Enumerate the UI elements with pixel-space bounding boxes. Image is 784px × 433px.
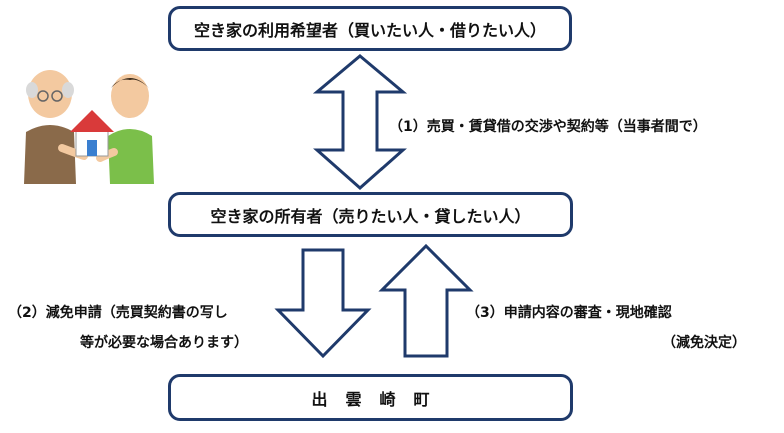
step-1-label: （1）売買・賃貸借の交渉や契約等（当事者間で） <box>389 119 707 135</box>
step-2-label-line-1: （2）減免申請（売買契約書の写し <box>8 305 228 321</box>
down-arrow <box>274 248 372 359</box>
step-3-label-line-1: （3）申請内容の審査・現地確認 <box>466 305 672 321</box>
node-owner: 空き家の所有者（売りたい人・貸したい人） <box>168 192 573 237</box>
node-town: 出雲崎町 <box>168 374 573 421</box>
double-arrow <box>312 54 408 191</box>
node-prospective-user: 空き家の利用希望者（買いたい人・借りたい人） <box>168 6 572 51</box>
step-3-label-line-2: （減免決定） <box>662 335 746 351</box>
handover-illustration-icon <box>24 70 154 184</box>
up-arrow <box>378 243 474 358</box>
step-2-label-line-2: 等が必要な場合あります） <box>80 335 248 351</box>
